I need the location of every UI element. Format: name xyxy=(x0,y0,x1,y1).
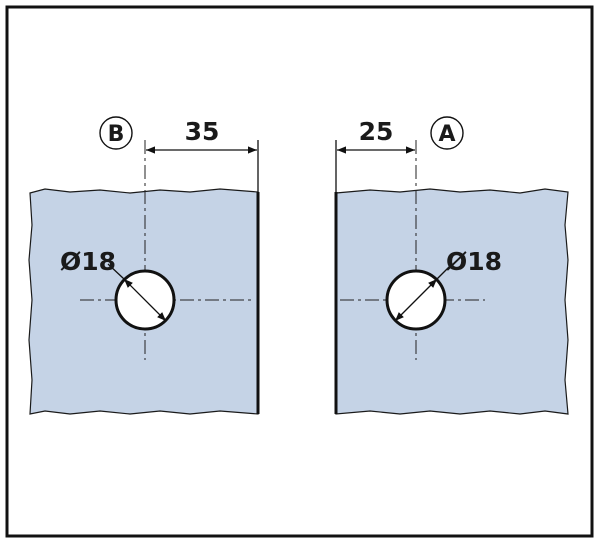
panel-b-diameter-arrow xyxy=(123,278,167,322)
panel-a-glass xyxy=(335,188,569,415)
panel-b-diameter-leader xyxy=(107,263,125,280)
panel-a-hole-diameter: Ø18 xyxy=(446,247,502,276)
panel-b-offset-dimension: 35 xyxy=(185,117,220,146)
panel-b-hole-diameter: Ø18 xyxy=(60,247,116,276)
panel-a-label: A xyxy=(438,122,455,147)
panel-b: 35 B Ø18 xyxy=(28,116,260,415)
panel-a: 25 A Ø18 xyxy=(334,116,569,415)
panel-a-diameter-arrow xyxy=(394,278,438,322)
panel-b-label: B xyxy=(108,122,125,147)
panel-a-diameter-leader xyxy=(436,264,452,280)
panel-a-label-circle xyxy=(430,116,464,150)
panel-b-label-circle xyxy=(99,116,133,150)
panel-a-offset-dimension: 25 xyxy=(359,117,394,146)
